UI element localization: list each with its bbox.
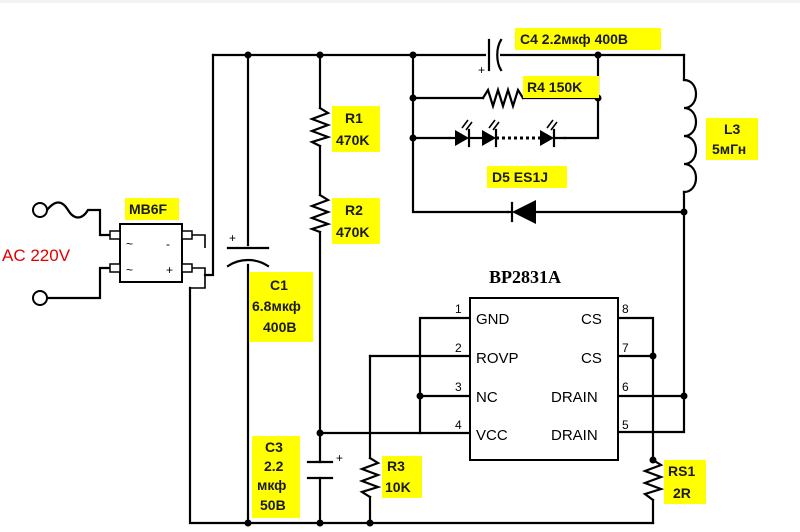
r4-resistor	[481, 86, 525, 110]
junction-dot	[316, 51, 324, 59]
junction-dot	[366, 519, 374, 527]
bridge-plus-wire	[203, 53, 215, 277]
l3-inductor	[682, 78, 698, 194]
l3-bottom-wire	[616, 190, 686, 434]
label-bg	[125, 198, 179, 220]
bp2831a-chip	[469, 297, 619, 461]
bridge-rectifier: ~ ~ - +	[109, 223, 206, 289]
c4-plus-mark: +	[478, 63, 485, 77]
junction-dot	[316, 429, 324, 437]
junction-dot	[316, 519, 324, 527]
junction-dot	[409, 51, 417, 59]
junction-dot	[409, 94, 417, 102]
chip-pin-name: DRAIN	[551, 389, 598, 406]
r3-value: 10K	[385, 479, 411, 495]
c1-voltage: 400В	[263, 319, 296, 335]
r1-value: 470K	[336, 132, 369, 148]
d5-label: D5 ES1J	[492, 169, 548, 185]
junction-dot	[416, 392, 424, 400]
c3-name: C3	[265, 439, 283, 455]
c3-value: 2.2	[264, 458, 284, 474]
label-bg	[664, 460, 706, 504]
chip-title: BP2831A	[489, 267, 561, 287]
label-bg	[515, 28, 661, 50]
ac-label: AC 220V	[2, 246, 71, 265]
rs1-value: 2R	[673, 485, 691, 501]
chip-pin-name: CS	[581, 311, 602, 328]
led-string	[448, 119, 567, 148]
cs-wire	[616, 316, 655, 462]
c1-plus-mark: +	[229, 231, 236, 245]
ac-terminal-bottom	[32, 290, 48, 306]
chip-pin-number: 4	[455, 418, 462, 432]
r2-value: 470K	[336, 224, 369, 240]
c1-capacitor: +	[226, 231, 270, 268]
junction-dot	[649, 352, 657, 360]
ac-terminal-top	[32, 202, 48, 218]
junction-dot	[409, 134, 417, 142]
label-bg	[706, 118, 758, 160]
bridge-plus-mark: +	[166, 263, 173, 277]
chip-pin-number: 1	[455, 302, 462, 316]
l3-value: 5мГн	[712, 141, 746, 157]
junction-dot	[594, 51, 602, 59]
chip-pin-number: 8	[622, 302, 629, 316]
r2-resistor	[308, 193, 332, 234]
chip-pin-number: 3	[455, 380, 462, 394]
label-bg	[523, 76, 599, 98]
r4-label: R4 150K	[527, 79, 582, 95]
bridge-label: MB6F	[129, 201, 168, 217]
c1-value: 6.8мкф	[252, 298, 301, 314]
chip-pin-name: DRAIN	[551, 427, 598, 444]
bottom-rail-wire	[188, 286, 655, 525]
junction-dot	[680, 208, 688, 216]
gnd-wire	[418, 316, 472, 435]
bridge-minus-mark: -	[166, 237, 170, 251]
label-bg	[487, 166, 567, 188]
r2-name: R2	[345, 202, 363, 218]
chip-pin-name: GND	[476, 311, 510, 328]
c4-capacitor: +	[478, 38, 503, 77]
rs1-resistor	[641, 458, 665, 502]
chip-pin-name: NC	[476, 389, 498, 406]
top-edge	[0, 0, 800, 3]
label-bg	[252, 436, 300, 518]
label-bg	[249, 272, 313, 342]
chip-pin-name: VCC	[476, 427, 508, 444]
r3-resistor	[358, 456, 382, 499]
junction-dot	[680, 392, 688, 400]
l3-name: L3	[724, 121, 741, 137]
c3-unit: мкф	[257, 477, 286, 493]
chip-pin-name: ROVP	[476, 350, 519, 367]
chip-pin-number: 2	[455, 341, 462, 355]
chip-pin-number: 5	[622, 418, 629, 432]
c3-capacitor: +	[306, 451, 343, 480]
fuse-wire	[45, 201, 114, 237]
bridge-tilde-mark: ~	[126, 237, 133, 251]
c4-label: C4 2.2мкф 400В	[520, 31, 628, 47]
label-bg	[382, 456, 422, 498]
label-bg	[332, 106, 380, 152]
r1-name: R1	[345, 110, 363, 126]
chip-pin-number: 6	[622, 380, 629, 394]
chip-pin-name: CS	[581, 350, 602, 367]
c1-name: C1	[270, 277, 288, 293]
c3-voltage: 50В	[260, 497, 286, 513]
d5-diode	[506, 200, 536, 224]
r3-name: R3	[387, 458, 405, 474]
junction-dot	[244, 519, 252, 527]
rs1-name: RS1	[668, 463, 695, 479]
bridge-tilde-mark: ~	[126, 263, 133, 277]
junction-dot	[244, 51, 252, 59]
led-left-wire	[411, 53, 510, 214]
ac-bottom-wire	[45, 266, 114, 300]
c3-plus-mark: +	[336, 451, 343, 465]
r1-resistor	[308, 106, 332, 148]
chip-pin-number: 7	[622, 341, 629, 355]
label-bg	[332, 198, 380, 244]
